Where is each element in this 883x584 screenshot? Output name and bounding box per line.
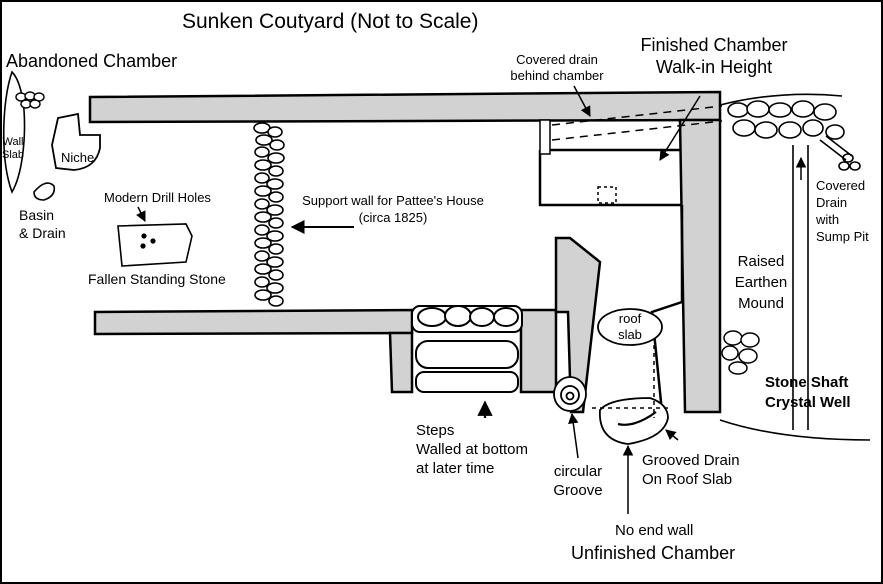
- niche-stone: [51, 112, 101, 171]
- steps-stones: [411, 305, 523, 393]
- label-fallen-stone: Fallen Standing Stone: [88, 271, 226, 287]
- fallen-standing-stone: [117, 223, 193, 267]
- covered-drain-arrow: [573, 85, 591, 117]
- finished-chamber-arrow: [659, 95, 701, 161]
- finished-chamber-right-wall: [678, 118, 722, 414]
- bottom-wall-left: [93, 308, 414, 336]
- groove-channel: [617, 411, 657, 426]
- drain-end-cap: [539, 119, 551, 155]
- roof-slab: [597, 308, 663, 346]
- sump-drain-line: [819, 139, 847, 161]
- support-wall-stones: [253, 122, 285, 307]
- label-unfinished-chamber: Unfinished Chamber: [571, 543, 736, 563]
- wall-slab: [2, 70, 26, 194]
- unfinished-chamber-wall: [650, 205, 684, 413]
- earthen-mound-outline: [719, 93, 871, 441]
- grooved-drain-arrow: [665, 429, 679, 441]
- drill-holes-arrow: [136, 206, 146, 222]
- steps-right-wall: [519, 308, 558, 394]
- covered-drain-lines: [551, 105, 723, 141]
- sump-drain-line-2: [825, 135, 853, 157]
- label-no-end-wall: No end wall: [615, 522, 694, 539]
- covered-drain-stones: [727, 100, 861, 171]
- circular-groove-arrow: [568, 412, 579, 459]
- label-abandoned-chamber: Abandoned Chamber: [6, 51, 178, 71]
- basin-drain: [33, 182, 56, 201]
- diagram-title: Sunken Coutyard (Not to Scale): [182, 10, 479, 33]
- abandoned-chamber-stones: [15, 91, 45, 109]
- steps-left-wall: [388, 331, 414, 394]
- mound-stones: [721, 330, 760, 375]
- central-pier: [554, 236, 602, 414]
- label-support-wall: Support wall for Pattee's House(circa 18…: [302, 193, 484, 225]
- label-drill-holes: Modern Drill Holes: [104, 190, 211, 205]
- chamber-doorway-mark: [597, 186, 617, 204]
- grooved-drain-slab: [599, 397, 669, 445]
- label-niche: Niche: [61, 150, 95, 165]
- circular-groove-stone: [553, 376, 587, 412]
- label-basin-drain: Basin& Drain: [19, 207, 66, 241]
- drill-holes: [140, 233, 156, 249]
